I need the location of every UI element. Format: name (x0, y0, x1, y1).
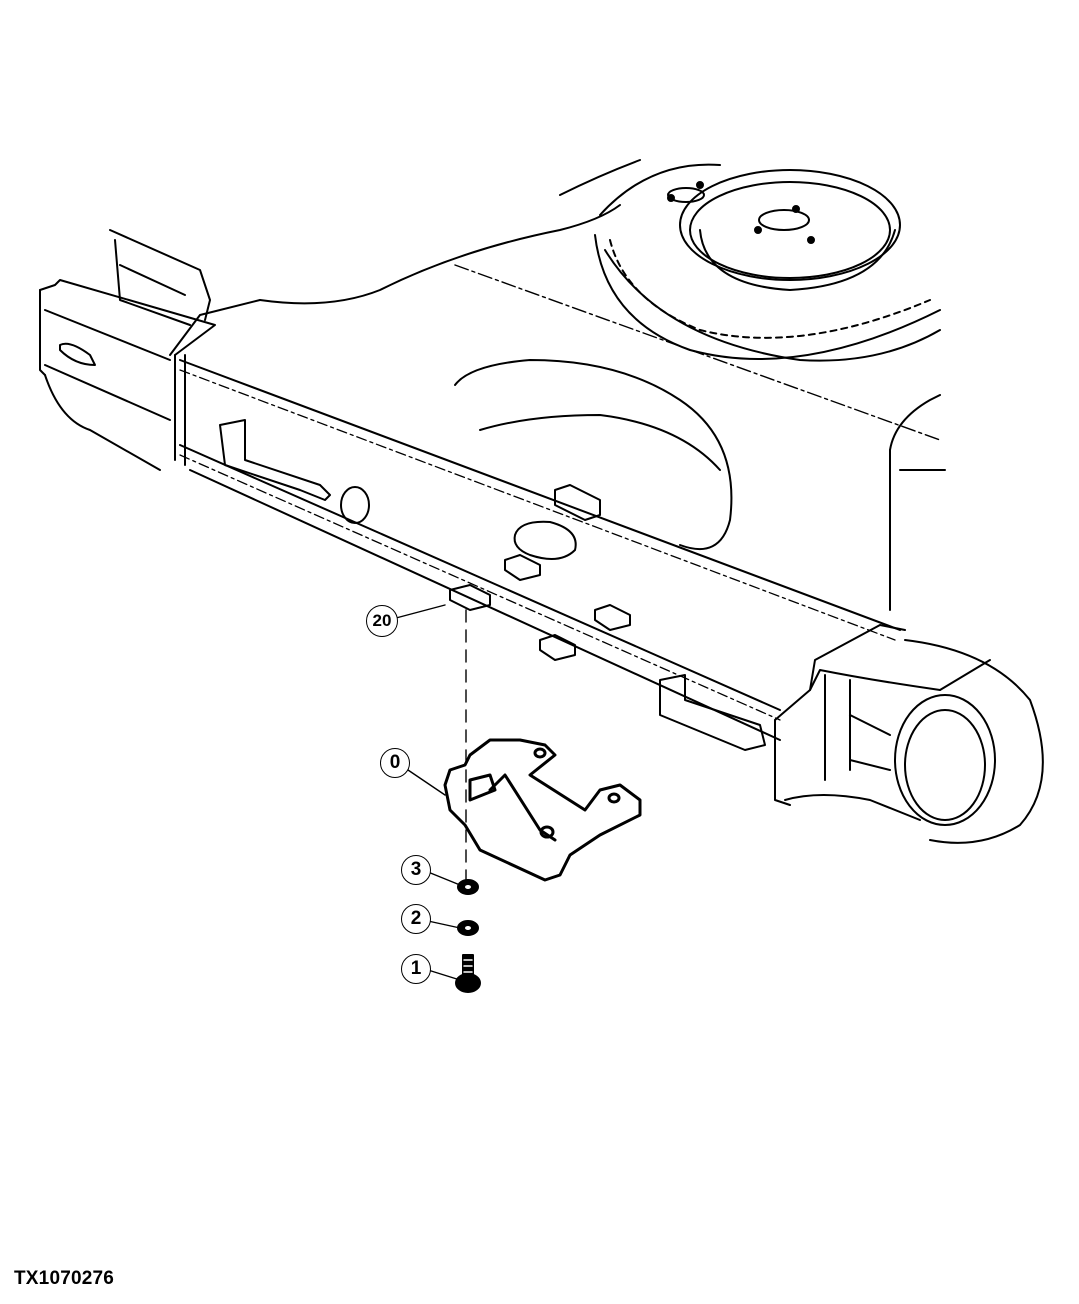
callout-2: 2 (401, 904, 431, 934)
callout-1: 1 (401, 954, 431, 984)
swing-bearing (559, 159, 941, 362)
callout-0: 0 (380, 748, 410, 778)
figure-id: TX1070276 (14, 1268, 115, 1289)
left-track-frame-end (39, 229, 216, 471)
callout-3: 3 (401, 855, 431, 885)
mounting-pads (219, 419, 766, 751)
hardware (455, 879, 481, 993)
callout-20: 20 (366, 605, 398, 637)
center-frame (169, 204, 946, 741)
track-guard-bracket (443, 738, 642, 882)
leader-lines (395, 604, 467, 981)
right-track-frame-end (774, 624, 1044, 844)
cap-screw (455, 954, 481, 993)
